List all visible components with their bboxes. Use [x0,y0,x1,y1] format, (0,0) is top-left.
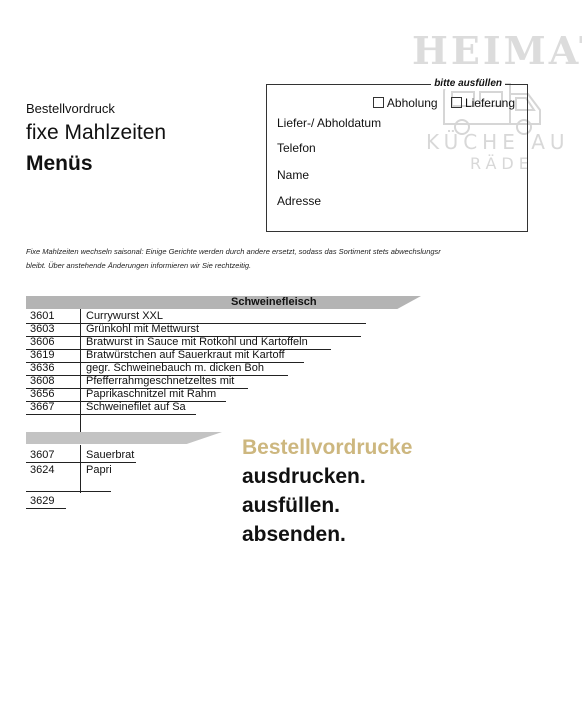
column-divider [80,309,81,432]
dish-code: 3629 [30,495,55,507]
dish-name: Papri [86,464,111,476]
logo-subline: KÜCHE AU [426,130,570,154]
dish-name: Grünkohl mit Mettwurst [86,323,200,335]
fill-in-hint: bitte ausfüllen [431,78,505,89]
dish-name: Currywurst XXL [86,310,164,322]
table-row[interactable]: 3667 Schweinefilet auf Sa [26,401,196,415]
section-header-2 [26,432,222,444]
delivery-options: Abholung Lieferung [363,96,515,110]
section-header: Schweinefleisch [26,296,421,309]
table-row[interactable]: 3656 Paprikaschnitzel mit Rahm [26,388,226,402]
dish-name: gegr. Schweinebauch m. dicken Boh [86,362,264,374]
pickup-label: Abholung [386,96,438,110]
table-row[interactable]: 3607 Sauerbrat [26,449,136,463]
call-to-action: Bestellvordrucke ausdrucken. ausfüllen. … [242,433,412,549]
dish-code: 3624 [30,464,55,476]
season-notice: Fixe Mahlzeiten wechseln saisonal: Einig… [26,245,526,273]
table-row[interactable]: 3608 Pfefferrahmgeschnetzeltes mit [26,375,248,389]
dish-code: 3656 [30,388,55,400]
cta-step-fill: ausfüllen. [242,494,341,517]
brand-logo: HEIMAT KÜCHE AU RÄDE [400,22,582,173]
cta-step-send: absenden. [242,523,346,546]
pickup-option[interactable]: Abholung [372,96,438,110]
dish-code: 3607 [30,449,55,461]
dish-name: Schweinefilet auf Sa [86,401,186,413]
order-details-box: bitte ausfüllen Abholung Lieferung Liefe… [266,78,528,232]
phone-field-label: Telefon [277,141,316,155]
logo-subline-2: RÄDE [470,154,534,173]
form-subtitle: fixe Mahlzeiten [26,121,167,144]
table-row[interactable]: 3603 Grünkohl mit Mettwurst [26,323,361,337]
table-row[interactable]: 3624 Papri [26,464,111,492]
dish-name: Paprikaschnitzel mit Rahm [86,388,217,400]
date-field-label: Liefer-/ Abholdatum [277,116,382,130]
logo-wordmark: HEIMAT [412,28,582,73]
dish-code: 3603 [30,323,55,335]
dish-name: Bratwürstchen auf Sauerkraut mit Kartoff [86,349,285,361]
table-row[interactable]: 3629 [26,495,66,509]
section-title: Schweinefleisch [231,296,317,308]
dish-code: 3636 [30,362,55,374]
address-field-label: Adresse [277,194,322,208]
delivery-option[interactable]: Lieferung [450,96,515,110]
delivery-label: Lieferung [464,96,515,110]
notice-line: Fixe Mahlzeiten wechseln saisonal: Einig… [26,247,441,256]
dish-name: Sauerbrat [86,449,135,461]
cta-step-print: ausdrucken. [242,465,366,488]
dish-code: 3667 [30,401,55,413]
cta-headline: Bestellvordrucke [242,436,413,459]
dish-name: Pfefferrahmgeschnetzeltes mit [86,375,235,387]
notice-line: bleibt. Über anstehende Änderungen infor… [26,261,252,270]
dish-code: 3608 [30,375,55,387]
dish-code: 3601 [30,310,55,322]
table-row[interactable]: 3636 gegr. Schweinebauch m. dicken Boh [26,362,288,376]
menu-table: Schweinefleisch 3601 Currywurst XXL 3603 G… [26,296,426,521]
dish-code: 3606 [30,336,55,348]
table-row[interactable]: 3601 Currywurst XXL [26,310,366,324]
dish-name: Bratwurst in Sauce mit Rotkohl und Karto… [86,336,308,348]
page-title: Menüs [26,152,93,175]
column-divider [80,445,81,493]
checkbox-icon[interactable] [450,97,462,108]
checkbox-icon[interactable] [372,97,384,108]
dish-code: 3619 [30,349,55,361]
name-field-label: Name [277,168,310,182]
table-row[interactable]: 3619 Bratwürstchen auf Sauerkraut mit Kar… [26,349,304,363]
form-kind-label: Bestellvordruck [26,101,115,116]
table-row[interactable]: 3606 Bratwurst in Sauce mit Rotkohl und K… [26,336,331,350]
